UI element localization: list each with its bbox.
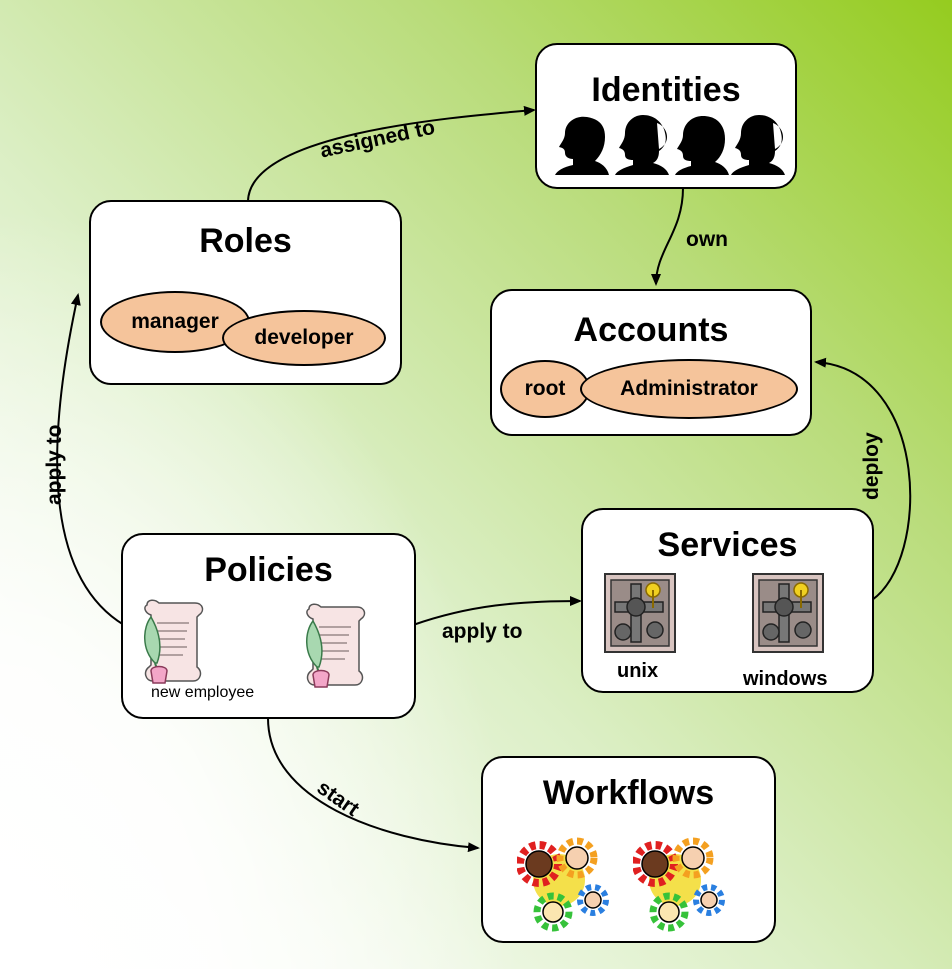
person-silhouette-icon (731, 115, 785, 175)
policy-caption: new employee (151, 684, 255, 701)
gear-machine-icon (604, 573, 676, 653)
workflows-title: Workflows (542, 774, 715, 812)
policies-box: Policies new employee (121, 533, 416, 719)
edge-policies-workflows (267, 717, 480, 853)
edge-identities-accounts (651, 187, 684, 286)
roles-title: Roles (199, 222, 292, 260)
accounts-title: Accounts (573, 311, 729, 349)
identities-title: Identities (591, 71, 741, 109)
service-unix-label: unix (617, 660, 659, 682)
label-deploy: deploy (860, 432, 883, 500)
label-own: own (686, 228, 728, 251)
role-developer: developer (222, 310, 386, 366)
edge-services-accounts (814, 357, 912, 601)
service-windows-label: windows (743, 668, 828, 690)
scroll-quill-icon (306, 603, 366, 688)
label-apply-to-roles: apply to (43, 424, 66, 505)
edge-roles-identities (247, 105, 536, 202)
edge-policies-roles (56, 293, 125, 626)
services-box: Services unix windows (581, 508, 874, 693)
account-administrator: Administrator (580, 359, 798, 419)
scroll-quill-icon (144, 599, 204, 684)
identities-box: Identities (535, 43, 797, 189)
workflows-box: Workflows (481, 756, 776, 943)
role-manager: manager (100, 291, 250, 353)
label-apply-to-services: apply to (442, 620, 523, 643)
account-root: root (500, 360, 590, 418)
services-title: Services (657, 526, 798, 564)
person-silhouette-icon (615, 115, 669, 175)
gear-people-icon (517, 837, 609, 932)
gear-people-icon (633, 837, 725, 932)
policies-title: Policies (204, 551, 333, 589)
person-silhouette-icon (555, 116, 609, 175)
person-silhouette-icon (675, 116, 729, 175)
gear-machine-icon (752, 573, 824, 653)
edge-policies-services (412, 596, 582, 626)
